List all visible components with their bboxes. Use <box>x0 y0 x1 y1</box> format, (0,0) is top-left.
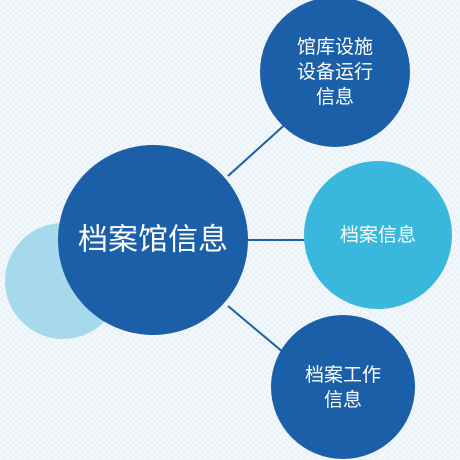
main-node-circle <box>58 145 248 335</box>
main-node-label: 档案馆信息 <box>78 223 228 258</box>
connector-facility <box>227 119 291 177</box>
node-facility-label-line-3: 信息 <box>316 86 354 108</box>
node-work-label-line-1: 档案工作 <box>305 364 381 386</box>
node-facility-label-line-1: 馆库设施 <box>297 36 373 58</box>
node-facility-circle <box>260 0 410 147</box>
node-archive: 档案信息 <box>304 161 452 309</box>
node-work-circle <box>271 315 415 459</box>
node-facility: 馆库设施 设备运行 信息 <box>260 0 410 147</box>
node-work-label-line-2: 信息 <box>324 389 362 411</box>
node-archive-label-line-1: 档案信息 <box>340 224 416 246</box>
node-archive-circle <box>304 161 452 309</box>
node-facility-label-line-2: 设备运行 <box>297 61 373 83</box>
main-node: 档案馆信息 <box>58 145 248 335</box>
node-work: 档案工作 信息 <box>271 315 415 459</box>
connector-work <box>227 305 291 359</box>
